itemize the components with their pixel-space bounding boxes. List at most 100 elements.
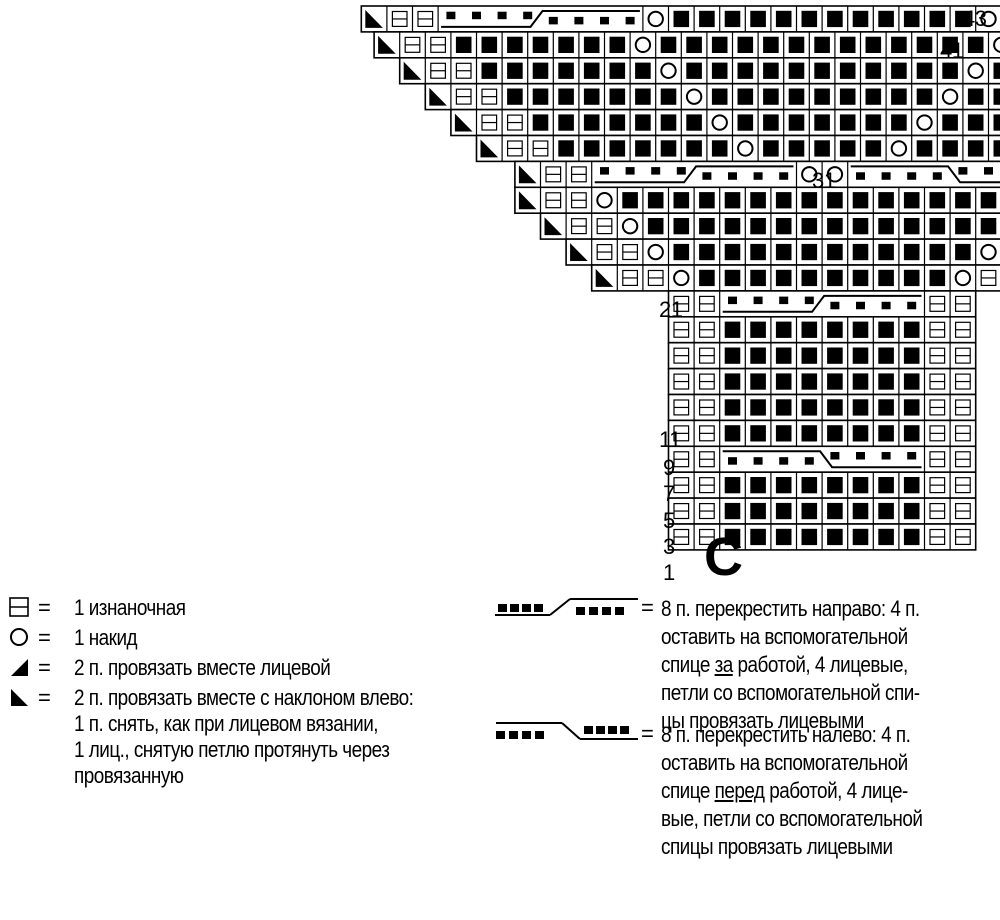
knit-stitch bbox=[532, 114, 549, 131]
knit-stitch bbox=[827, 243, 843, 261]
knit-stitch bbox=[711, 62, 728, 79]
knit-stitch bbox=[903, 373, 920, 390]
yarn-over-stitch bbox=[993, 36, 1000, 53]
knit-stitch bbox=[891, 62, 907, 79]
knit-stitch bbox=[635, 114, 651, 131]
chart-row bbox=[667, 471, 977, 499]
knit-stitch bbox=[647, 218, 664, 235]
cable-right-stitch bbox=[594, 165, 794, 184]
purl-stitch bbox=[673, 451, 690, 468]
knit-stitch bbox=[673, 10, 690, 28]
knit-stitch bbox=[955, 243, 971, 261]
knit-stitch bbox=[929, 192, 946, 209]
knit-stitch bbox=[724, 243, 741, 261]
knit-stitch bbox=[481, 62, 498, 79]
knit-stitch bbox=[724, 477, 741, 494]
knit-stitch bbox=[878, 528, 894, 546]
purl-stitch bbox=[417, 10, 434, 27]
knit-stitch bbox=[673, 218, 690, 235]
knit-stitch bbox=[532, 36, 549, 53]
knit-stitch bbox=[788, 114, 805, 131]
purl-stitch bbox=[698, 321, 715, 338]
purl-stitch bbox=[698, 477, 715, 494]
knit-stitch bbox=[903, 477, 920, 494]
knit-stitch bbox=[852, 477, 869, 494]
knit-stitch bbox=[801, 399, 818, 416]
knit-stitch bbox=[724, 218, 741, 235]
knit-stitch bbox=[686, 140, 702, 157]
yarn-over-stitch bbox=[634, 36, 652, 54]
knit-stitch bbox=[801, 243, 818, 261]
knit-stitch bbox=[724, 399, 741, 416]
yarn-over-stitch bbox=[685, 88, 703, 105]
knit-stitch bbox=[827, 477, 843, 494]
chart-row bbox=[667, 497, 977, 525]
knit-stitch bbox=[763, 36, 779, 53]
purl-stitch bbox=[430, 36, 446, 53]
cable-right-icon bbox=[495, 598, 638, 616]
knit-stitch bbox=[967, 88, 984, 105]
purl-stitch bbox=[698, 451, 715, 468]
knit-stitch bbox=[750, 321, 766, 338]
knit-stitch bbox=[775, 321, 792, 338]
legend-cable-right-line2: оставить на вспомогательной bbox=[661, 624, 908, 649]
knit-stitch bbox=[967, 140, 984, 157]
legend-k2tog-text: 2 п. провязать вместе лицевой bbox=[74, 655, 331, 680]
knit-stitch bbox=[852, 502, 869, 520]
knit-stitch bbox=[660, 88, 677, 105]
purl-stitch bbox=[570, 192, 587, 209]
chart-row bbox=[539, 212, 1000, 240]
knit-stitch bbox=[839, 36, 856, 53]
purl-stitch bbox=[507, 140, 523, 157]
knit-stitch bbox=[903, 243, 920, 261]
knit-stitch bbox=[775, 218, 792, 235]
knit-stitch bbox=[788, 36, 805, 53]
purl-stitch bbox=[698, 399, 715, 416]
knit-stitch bbox=[801, 269, 818, 287]
knit-stitch bbox=[903, 321, 920, 338]
knit-stitch bbox=[775, 347, 792, 364]
knit-stitch bbox=[583, 114, 600, 131]
knit-stitch bbox=[609, 114, 626, 131]
legend-ssk-line2: 1 п. снять, как при лицевом вязании, bbox=[74, 711, 379, 736]
knit-stitch bbox=[878, 269, 894, 287]
knit-stitch bbox=[827, 425, 843, 442]
purl-stitch bbox=[673, 503, 690, 520]
chart-row bbox=[667, 341, 977, 370]
purl-stitch bbox=[929, 503, 946, 520]
purl-stitch bbox=[570, 166, 587, 183]
yarn-over-stitch bbox=[711, 114, 728, 131]
knit-stitch bbox=[878, 373, 894, 390]
knit-stitch bbox=[865, 36, 882, 53]
row-number-31: 31 bbox=[812, 168, 836, 193]
yarn-over-stitch bbox=[660, 62, 677, 79]
ssk-stitch bbox=[403, 61, 422, 80]
knit-stitch bbox=[929, 243, 946, 261]
knit-stitch bbox=[903, 528, 920, 546]
knit-stitch bbox=[583, 62, 600, 79]
purl-stitch bbox=[404, 36, 421, 53]
purl-stitch bbox=[596, 218, 613, 235]
chart-row bbox=[450, 108, 1000, 137]
knit-stitch bbox=[673, 192, 690, 209]
knit-stitch bbox=[878, 218, 894, 235]
knit-stitch bbox=[839, 62, 856, 79]
yarn-over-stitch bbox=[737, 140, 754, 157]
chart-row bbox=[398, 56, 1000, 85]
purl-stitch bbox=[954, 347, 971, 364]
knit-stitch bbox=[967, 114, 984, 131]
knit-stitch bbox=[916, 88, 933, 105]
purl-stitch bbox=[929, 425, 946, 442]
legend-eq: = bbox=[38, 655, 51, 680]
knit-stitch bbox=[775, 243, 792, 261]
knit-stitch bbox=[827, 269, 843, 287]
yarn-over-stitch bbox=[954, 269, 972, 287]
knit-stitch bbox=[878, 425, 894, 442]
purl-stitch bbox=[954, 321, 971, 338]
knit-stitch bbox=[660, 114, 677, 131]
knit-stitch bbox=[852, 10, 869, 28]
knit-stitch bbox=[827, 10, 843, 28]
knit-stitch bbox=[507, 88, 523, 105]
yarn-over-stitch bbox=[596, 192, 613, 209]
knit-stitch bbox=[891, 36, 907, 53]
